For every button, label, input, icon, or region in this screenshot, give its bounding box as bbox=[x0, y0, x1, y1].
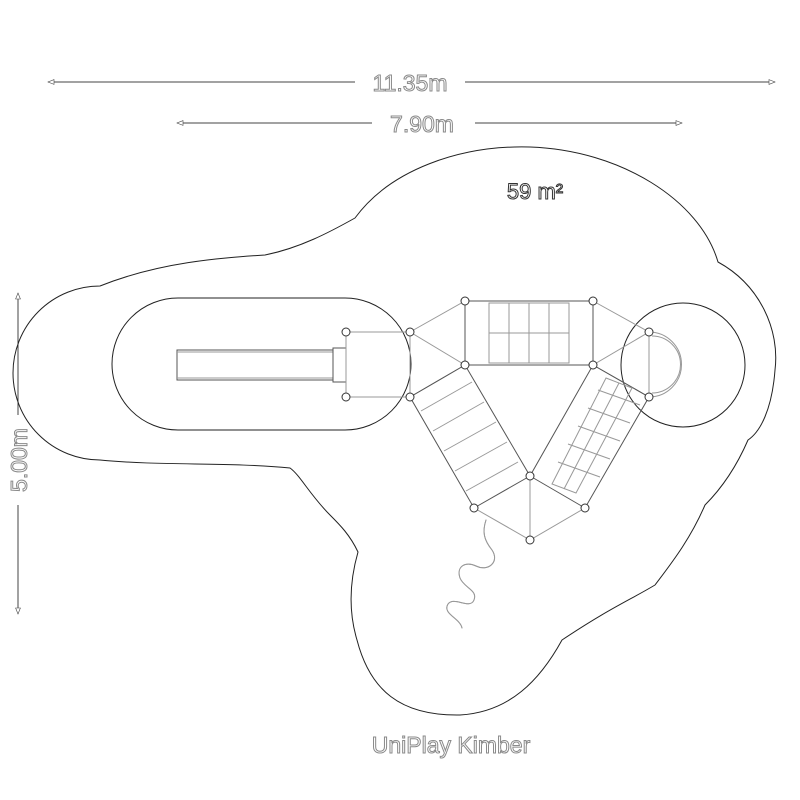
posts bbox=[341, 296, 654, 545]
area-label: 59 m² bbox=[507, 179, 563, 204]
slide-safety-zone bbox=[111, 297, 412, 431]
dimension-equipment-length: 7.90m bbox=[176, 111, 683, 138]
dimension-width: 5.00m bbox=[6, 292, 33, 615]
wiggle-climber bbox=[446, 519, 496, 629]
ladder-bridge-left bbox=[409, 364, 531, 509]
right-safety-circle bbox=[620, 302, 746, 428]
slide bbox=[176, 331, 410, 398]
deck-right bbox=[592, 300, 682, 398]
deck-bottom bbox=[473, 476, 586, 541]
total-length-label: 11.35m bbox=[372, 70, 447, 96]
play-equipment bbox=[176, 296, 682, 629]
net-bridge-top bbox=[464, 300, 594, 366]
dimension-total-length: 11.35m bbox=[47, 70, 776, 97]
safety-zone-outline bbox=[12, 146, 777, 716]
equipment-length-label: 7.90m bbox=[390, 111, 454, 137]
deck-left bbox=[409, 300, 466, 398]
climbing-net-bridge-right bbox=[529, 364, 650, 509]
product-name: UniPlay Kimber bbox=[372, 732, 531, 758]
width-label: 5.00m bbox=[6, 428, 32, 492]
